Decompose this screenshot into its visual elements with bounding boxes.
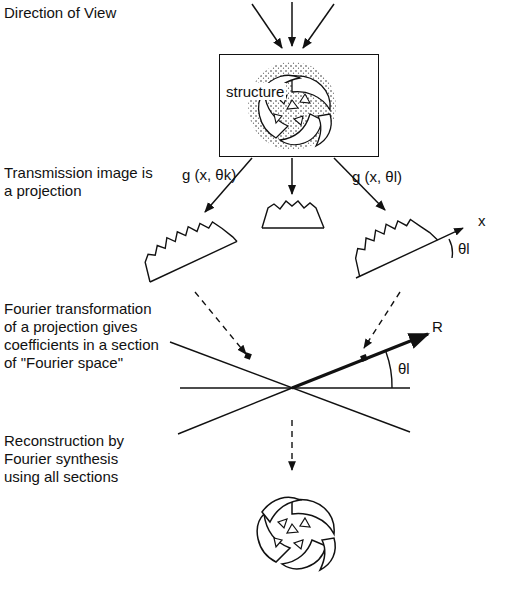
note-text: Transmission image is a projection [4,164,154,200]
view-label: Direction of View [4,4,116,22]
note-text: Fourier transformation of a projection g… [4,300,166,372]
transform-arrow [195,292,400,470]
node-text: structure [224,83,286,100]
projection-label: g (x, θk) [182,166,236,184]
axis-label: R [432,318,443,336]
note-text: Reconstruction by Fourier synthesis usin… [4,432,154,486]
projection-profile [136,196,463,282]
structure-box: structure [219,54,379,157]
view-arrow [252,2,334,48]
angle-label: θl [398,360,410,378]
projection-label: g (x, θl) [352,168,402,186]
angle-label: θl [458,240,470,258]
reconstruction-drawing [257,497,335,570]
structure-drawing [248,62,336,150]
fourier-section [170,334,428,434]
axis-label: x [478,212,486,230]
section-marker [244,352,368,362]
